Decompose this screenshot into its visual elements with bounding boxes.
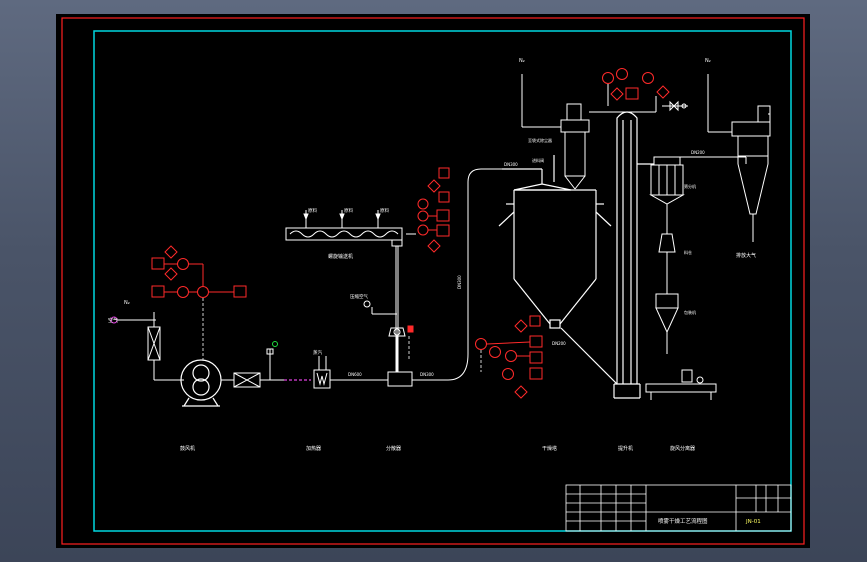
product-chain-symbols	[645, 156, 746, 400]
n2-label-left: N₂	[124, 300, 130, 306]
blower-symbol	[180, 359, 222, 407]
svg-text:包装机: 包装机	[684, 309, 696, 315]
svg-text:N₂: N₂	[705, 58, 711, 64]
top-instruments	[602, 68, 670, 106]
svg-text:DN300: DN300	[457, 275, 462, 289]
dryer-instruments	[475, 315, 543, 399]
screw-conveyor-symbol	[285, 210, 403, 247]
drawing-title: 喷雾干燥工艺流程图	[658, 517, 708, 525]
air-inlet-label: 空气	[108, 317, 118, 324]
svg-text:至袋式除尘器: 至袋式除尘器	[528, 137, 552, 143]
n2-label-right: N₂	[519, 58, 525, 64]
drawing-sheet: 空气 N₂	[56, 14, 810, 548]
svg-text:DN200: DN200	[691, 150, 705, 155]
process-flow-diagram: 空气 N₂	[61, 17, 805, 545]
svg-text:料仓: 料仓	[684, 249, 692, 255]
cyclone-label: 旋风分离器	[670, 445, 695, 452]
svg-text:DN600: DN600	[348, 372, 362, 377]
steam-label: 蒸汽	[313, 349, 322, 356]
air-filter-box	[233, 341, 284, 388]
right-cyclone-symbol	[707, 74, 771, 242]
elevator-label: 提升机	[618, 445, 633, 452]
compressed-air-label: 压缩空气	[350, 293, 368, 300]
svg-text:DN300: DN300	[420, 372, 434, 377]
drawing-border	[93, 30, 792, 532]
svg-text:进料阀: 进料阀	[532, 157, 544, 163]
heater-symbol	[313, 356, 388, 389]
feed-instruments	[406, 167, 450, 253]
dryer-label: 干燥塔	[542, 445, 557, 452]
blower-instruments	[151, 245, 247, 298]
outer-frame	[61, 17, 805, 545]
top-valve	[662, 100, 688, 112]
dryer-cyclone-symbol	[521, 74, 657, 190]
screw-conveyor-label: 螺旋输送机	[328, 253, 353, 260]
blower-label: 鼓风机	[180, 445, 195, 452]
svg-text:原料: 原料	[344, 207, 353, 214]
svg-text:DN200: DN200	[552, 341, 566, 346]
air-filter-group	[110, 312, 184, 381]
disperser-label: 分散器	[386, 445, 401, 452]
title-block	[565, 484, 792, 532]
svg-text:原料: 原料	[308, 207, 317, 214]
disperser-symbol	[363, 168, 502, 387]
svg-text:原料: 原料	[380, 207, 389, 214]
svg-text:DN300: DN300	[504, 162, 518, 167]
svg-text:筛分机: 筛分机	[684, 183, 696, 189]
drawing-number: JN-01	[745, 519, 761, 525]
heater-label: 加热器	[306, 445, 321, 452]
dryer-tower-symbol	[498, 155, 612, 329]
bucket-elevator-symbol	[560, 111, 654, 399]
exhaust-label: 排放大气	[736, 252, 756, 259]
